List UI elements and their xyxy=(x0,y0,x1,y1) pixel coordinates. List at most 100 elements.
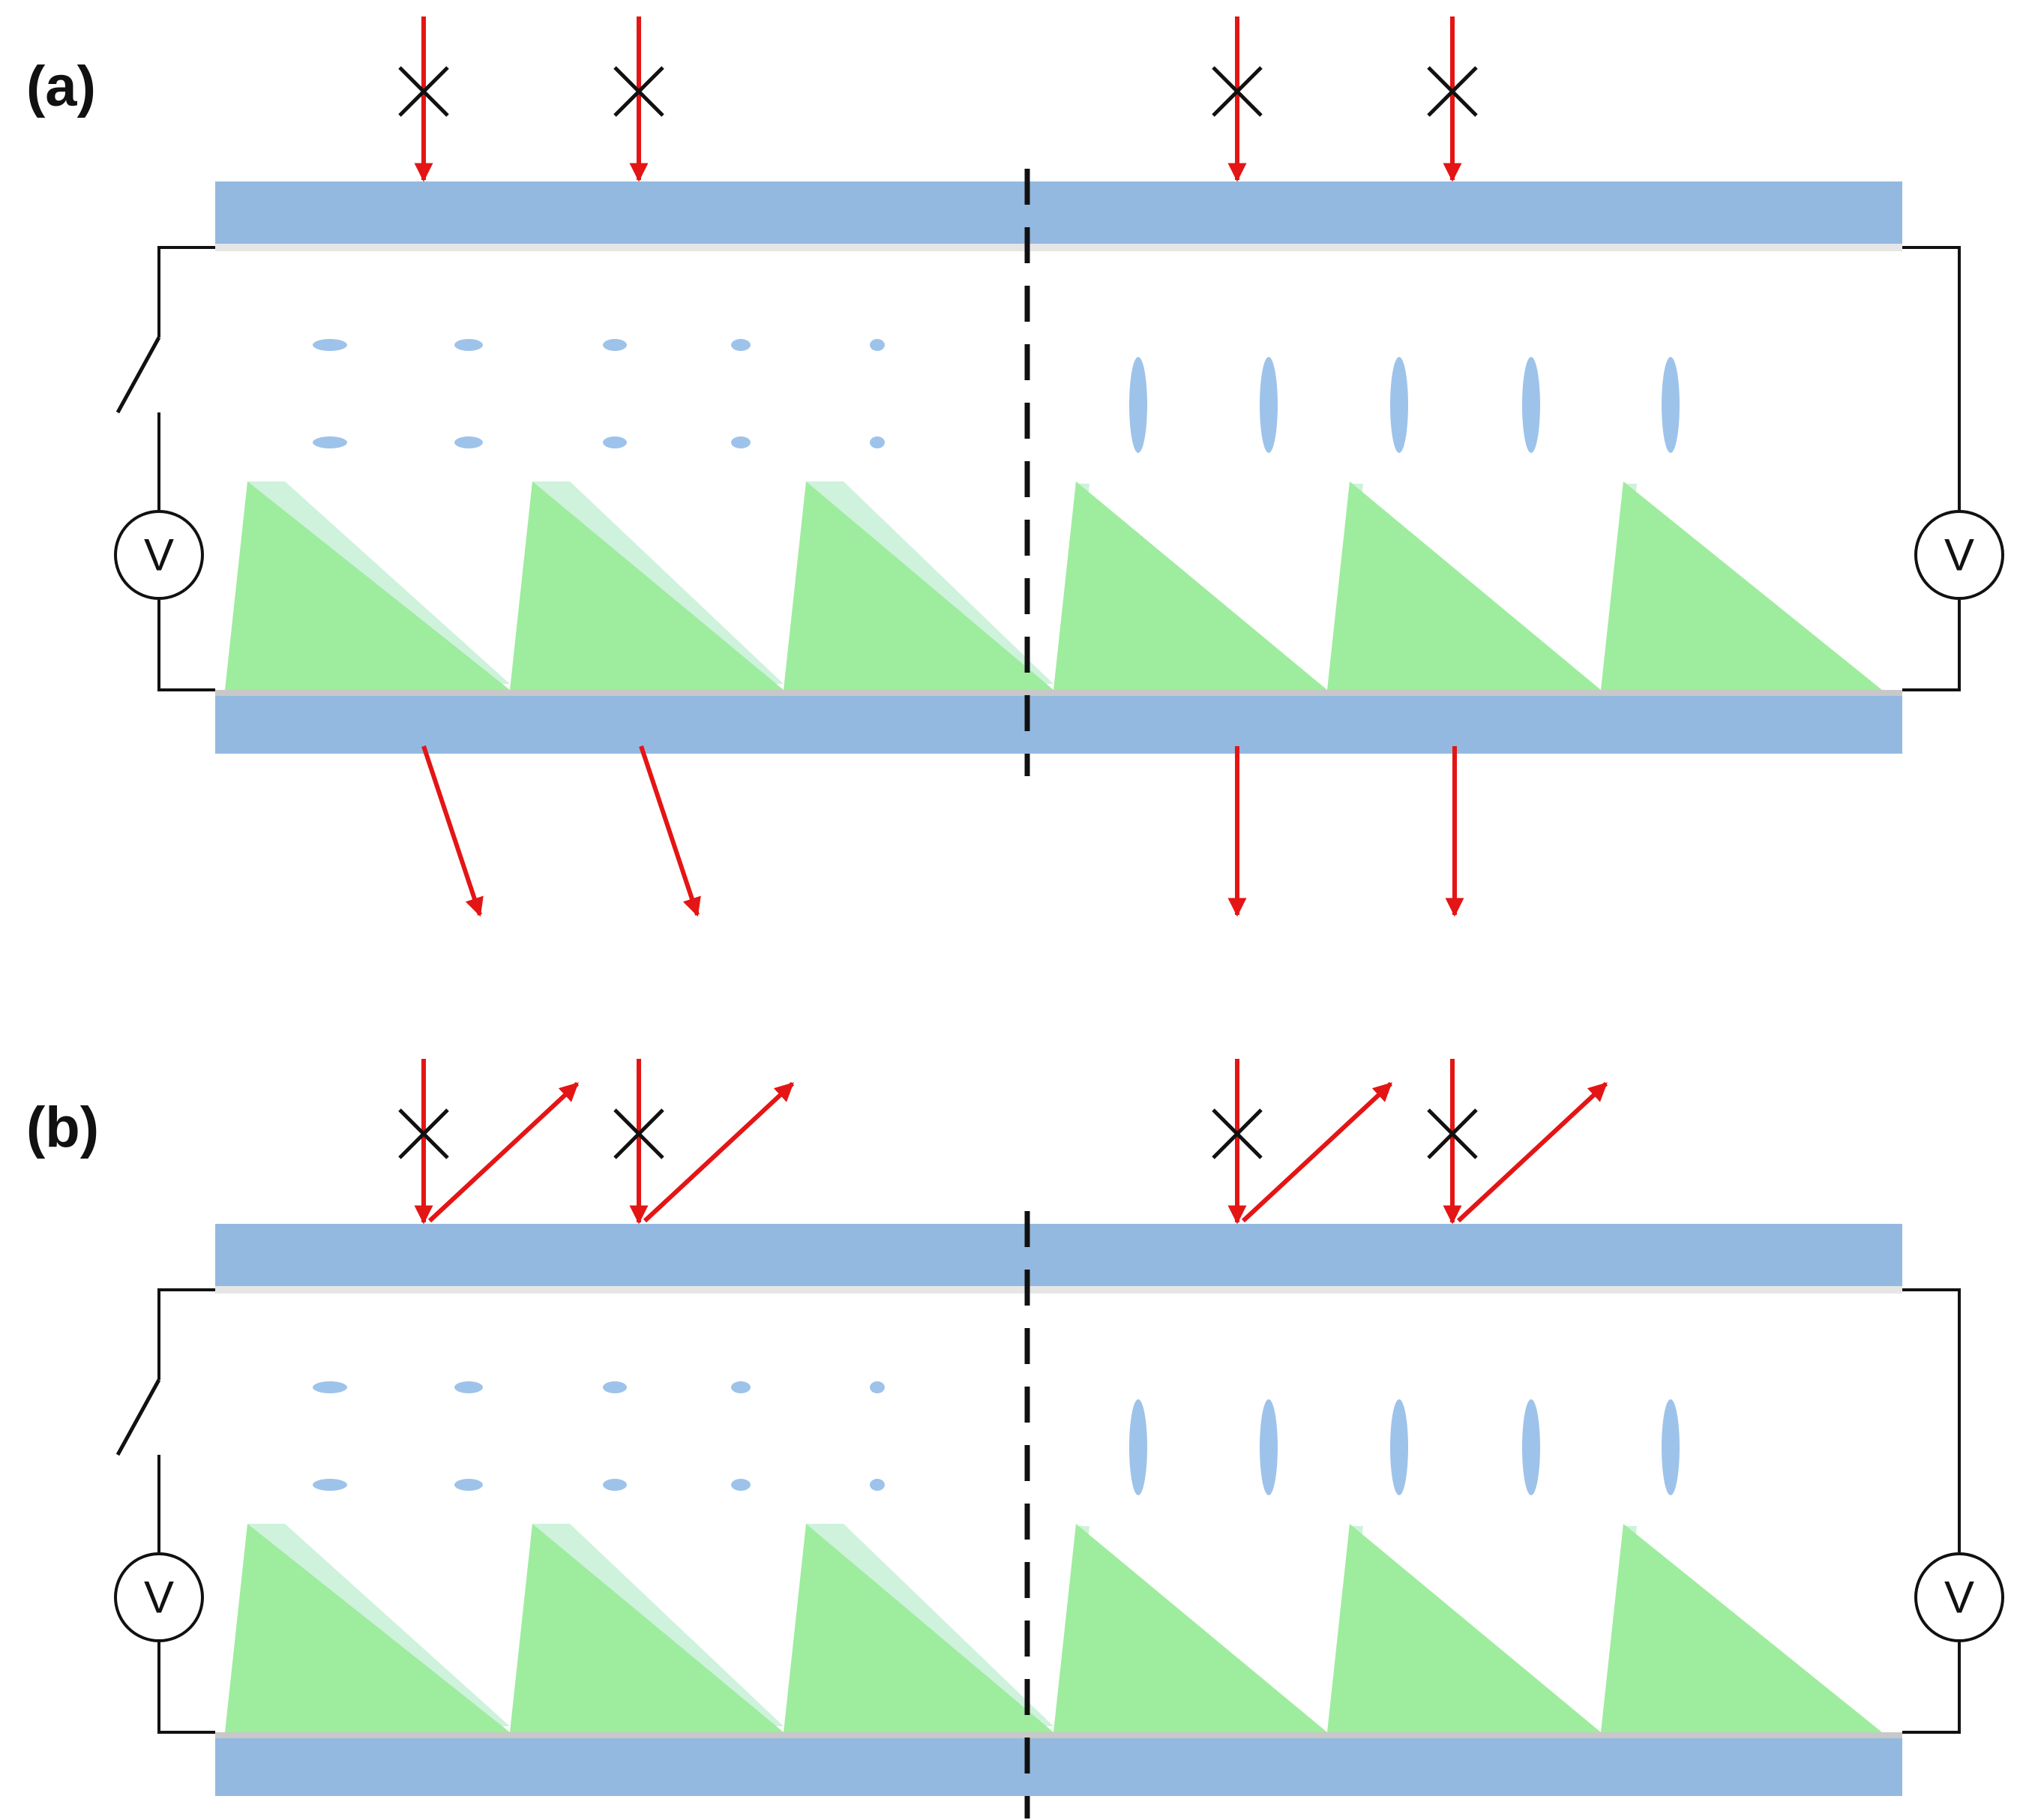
x-mark-icon xyxy=(398,1108,449,1159)
deflected-ray-arrow-icon xyxy=(421,745,484,917)
lc-molecule-standing xyxy=(1390,357,1408,453)
lc-molecule-lying xyxy=(454,1479,483,1491)
lc-molecule-lying xyxy=(313,339,347,351)
prism-facet xyxy=(247,481,510,684)
lc-molecule-standing xyxy=(1662,1399,1680,1495)
lc-molecule-lying xyxy=(454,1381,483,1393)
lc-molecule-lying xyxy=(313,436,347,448)
right-wire-bottom xyxy=(1902,600,1961,691)
right-wire-top xyxy=(1902,1288,1961,1552)
lc-molecule-lying xyxy=(454,339,483,351)
prism xyxy=(1327,481,1601,690)
prism-body xyxy=(1053,481,1327,690)
x-mark-icon xyxy=(1427,1108,1478,1159)
x-mark-icon xyxy=(1212,1108,1263,1159)
prism-body xyxy=(784,1524,1053,1732)
x-mark-icon xyxy=(1212,66,1263,117)
voltmeter-right: V xyxy=(1914,1552,2004,1642)
lc-molecule-lying xyxy=(454,436,483,448)
reflected-ray-arrow-icon xyxy=(427,1081,580,1223)
lc-molecule-lying xyxy=(603,436,627,448)
x-mark-icon xyxy=(398,66,449,117)
deflected-ray-arrow-icon xyxy=(639,745,701,917)
prism-body xyxy=(784,481,1053,690)
lc-molecule-standing xyxy=(1260,1399,1278,1495)
bottom-electrode xyxy=(215,690,1902,696)
prism xyxy=(1601,481,1882,690)
x-mark-icon xyxy=(1427,66,1478,117)
top-electrode xyxy=(215,1286,1902,1294)
left-wire-bottom xyxy=(157,1642,215,1734)
prism xyxy=(1053,481,1327,690)
lc-molecule-lying xyxy=(603,1381,627,1393)
prism xyxy=(1053,1524,1327,1732)
lc-molecule-standing xyxy=(1260,357,1278,453)
lc-molecule-standing xyxy=(1522,1399,1540,1495)
lc-molecule-standing xyxy=(1522,357,1540,453)
right-wire-bottom xyxy=(1902,1642,1961,1734)
lc-molecule-lying xyxy=(603,339,627,351)
prism-facet xyxy=(532,1524,784,1726)
lc-molecule-lying xyxy=(731,339,751,351)
prism-facet xyxy=(806,481,1053,684)
lc-molecule-lying xyxy=(731,1381,751,1393)
voltmeter-label: V xyxy=(144,1573,174,1623)
prism xyxy=(784,481,1053,690)
prism-facet xyxy=(806,1524,1053,1726)
voltmeter-right: V xyxy=(1914,510,2004,600)
lc-molecule-lying xyxy=(313,1479,347,1491)
prism xyxy=(225,1524,510,1732)
lc-molecule-lying xyxy=(731,1479,751,1491)
lc-molecule-standing xyxy=(1662,357,1680,453)
x-mark-icon xyxy=(613,1108,664,1159)
prism xyxy=(225,481,510,690)
prism-body xyxy=(225,1524,510,1732)
voltmeter-circle-icon xyxy=(114,1552,204,1642)
prism xyxy=(784,1524,1053,1732)
top-substrate xyxy=(215,181,1902,245)
voltmeter-circle-icon xyxy=(1914,1552,2004,1642)
voltmeter-circle-icon xyxy=(1914,510,2004,600)
right-wire-top xyxy=(1902,246,1961,510)
bottom-electrode xyxy=(215,1732,1902,1738)
x-mark-icon xyxy=(613,66,664,117)
lc-molecule-lying xyxy=(313,1381,347,1393)
top-substrate xyxy=(215,1224,1902,1288)
reflected-ray-arrow-icon xyxy=(1241,1081,1393,1223)
prism-body xyxy=(1601,481,1882,690)
lc-molecule-standing xyxy=(1390,1399,1408,1495)
left-wire-top xyxy=(157,1288,215,1380)
voltmeter-left: V xyxy=(114,510,204,600)
prism-facet xyxy=(532,481,784,684)
prism-body xyxy=(225,481,510,690)
lc-molecule-lying xyxy=(870,1479,885,1491)
left-wire-top xyxy=(157,246,215,337)
prism xyxy=(510,1524,784,1732)
bottom-substrate xyxy=(215,696,1902,754)
lc-molecule-lying xyxy=(731,436,751,448)
top-electrode xyxy=(215,244,1902,251)
reflected-ray-arrow-icon xyxy=(1456,1081,1608,1223)
bottom-substrate xyxy=(215,1738,1902,1796)
open-switch-icon xyxy=(115,336,161,414)
prism-body xyxy=(1327,1524,1601,1732)
open-switch-icon xyxy=(115,1378,161,1456)
prism xyxy=(1601,1524,1882,1732)
voltmeter-circle-icon xyxy=(114,510,204,600)
prism xyxy=(1327,1524,1601,1732)
voltmeter-label: V xyxy=(1944,530,1974,580)
prism-body xyxy=(1053,1524,1327,1732)
reflected-ray-arrow-icon xyxy=(643,1081,795,1223)
prism-body xyxy=(1327,481,1601,690)
prism xyxy=(510,481,784,690)
lc-molecule-lying xyxy=(870,436,885,448)
prism-body xyxy=(510,1524,784,1732)
panel-a-label: (a) xyxy=(26,55,96,118)
voltmeter-label: V xyxy=(144,530,174,580)
lc-molecule-lying xyxy=(603,1479,627,1491)
panel-b-label: (b) xyxy=(26,1096,100,1159)
